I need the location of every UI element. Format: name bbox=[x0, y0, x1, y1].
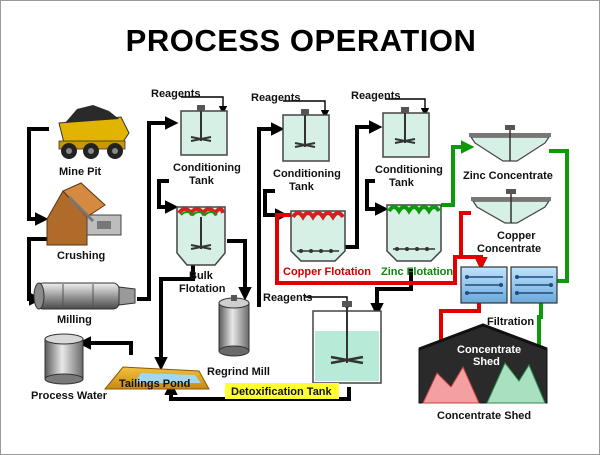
conditioning-tank-2-label-line1: Conditioning bbox=[273, 168, 341, 180]
flow-filter-to-shed-copper bbox=[434, 301, 481, 369]
reagents-label-1: Reagents bbox=[151, 88, 201, 100]
flow-mine-to-crushing bbox=[27, 127, 49, 226]
detoxification-tank-label: Detoxification Tank bbox=[231, 386, 333, 398]
concentrate-shed-sign-line1: Concentrate bbox=[457, 344, 521, 356]
flow-filter-to-shed-zinc bbox=[532, 303, 546, 367]
zinc-flotation-cell bbox=[386, 204, 442, 262]
conditioning-tank-2-label-line2: Tank bbox=[289, 181, 315, 193]
zinc-thickener-icon bbox=[469, 125, 551, 162]
reagents-label-2: Reagents bbox=[251, 92, 301, 104]
flow-milling-to-conditioning-1 bbox=[137, 116, 179, 301]
reagents-label-4: Reagents bbox=[263, 292, 313, 304]
flow-bulk-to-regrind bbox=[227, 239, 252, 301]
copper-thickener-icon bbox=[471, 189, 551, 224]
bulk-flotation-label-line1: Bulk bbox=[189, 270, 214, 282]
crushing-label: Crushing bbox=[57, 250, 105, 262]
detoxification-label-bg bbox=[225, 383, 339, 399]
regrind-mill-icon bbox=[218, 295, 250, 357]
concentrate-shed-sign-line2: Shed bbox=[473, 356, 500, 368]
flow-conditioning-2-to-copper bbox=[263, 189, 289, 222]
conditioning-tank-1-label-line1: Conditioning bbox=[173, 162, 241, 174]
conditioning-tank-2 bbox=[282, 109, 330, 162]
regrind-mill-label: Regrind Mill bbox=[207, 366, 270, 378]
conditioning-tank-3-label-line2: Tank bbox=[389, 177, 415, 189]
flow-zinc-to-detox bbox=[370, 269, 413, 317]
flow-copper-to-conditioning-3 bbox=[345, 120, 383, 249]
flow-copper-conc-to-filter bbox=[459, 211, 471, 257]
reagents-label-3: Reagents bbox=[351, 90, 401, 102]
conditioning-tank-1 bbox=[180, 105, 228, 156]
conditioning-tank-3-label-line1: Conditioning bbox=[375, 164, 443, 176]
bulk-flotation-cell bbox=[176, 206, 226, 266]
tailings-pond-label: Tailings Pond bbox=[119, 378, 190, 390]
flow-zinc-froth-to-thickener bbox=[441, 140, 475, 207]
bulk-flotation-label-line2: Flotation bbox=[179, 283, 226, 295]
copper-flow-lines bbox=[275, 211, 488, 369]
mine-truck-icon bbox=[58, 105, 130, 159]
crusher-icon bbox=[46, 182, 122, 246]
conditioning-tank-3 bbox=[382, 107, 430, 158]
filtration-label: Filtration bbox=[487, 316, 534, 328]
detoxification-tank bbox=[312, 301, 382, 384]
flow-conditioning-3-to-zinc bbox=[365, 179, 389, 216]
zinc-flotation-label: Zinc Flotation bbox=[381, 266, 453, 278]
flow-copper-froth-to-filter bbox=[275, 213, 488, 285]
copper-flotation-label: Copper Flotation bbox=[283, 266, 371, 278]
flow-bulk-to-pond bbox=[154, 265, 195, 371]
reagent-arrow-3 bbox=[385, 98, 430, 117]
process-water-tank-icon bbox=[44, 333, 84, 385]
filter-press-copper bbox=[460, 266, 508, 304]
flow-conditioning-1-to-bulk bbox=[157, 179, 179, 214]
concentrate-shed-icon bbox=[418, 323, 548, 404]
filter-press-zinc bbox=[510, 266, 558, 304]
concentrate-shed-label: Concentrate Shed bbox=[437, 410, 531, 422]
zinc-concentrate-label: Zinc Concentrate bbox=[463, 170, 553, 182]
flow-regrind-to-conditioning-2 bbox=[257, 122, 285, 307]
tailings-pond-icon bbox=[103, 366, 210, 390]
flow-pond-to-process-water bbox=[77, 336, 133, 355]
diagram-title: PROCESS OPERATION bbox=[125, 23, 477, 58]
conditioning-tank-1-label-line2: Tank bbox=[189, 175, 215, 187]
milling-label: Milling bbox=[57, 314, 92, 326]
reagent-arrow-2 bbox=[283, 100, 330, 119]
copper-flotation-cell bbox=[290, 210, 346, 262]
reagent-arrow-1 bbox=[181, 96, 228, 115]
flow-crushing-to-milling bbox=[27, 237, 49, 306]
ball-mill-icon bbox=[33, 282, 136, 310]
mine-pit-label: Mine Pit bbox=[59, 166, 102, 178]
black-flow-lines bbox=[27, 116, 413, 401]
process-water-label: Process Water bbox=[31, 390, 108, 402]
copper-concentrate-label-line1: Copper bbox=[497, 230, 536, 242]
copper-concentrate-label-line2: Concentrate bbox=[477, 243, 541, 255]
